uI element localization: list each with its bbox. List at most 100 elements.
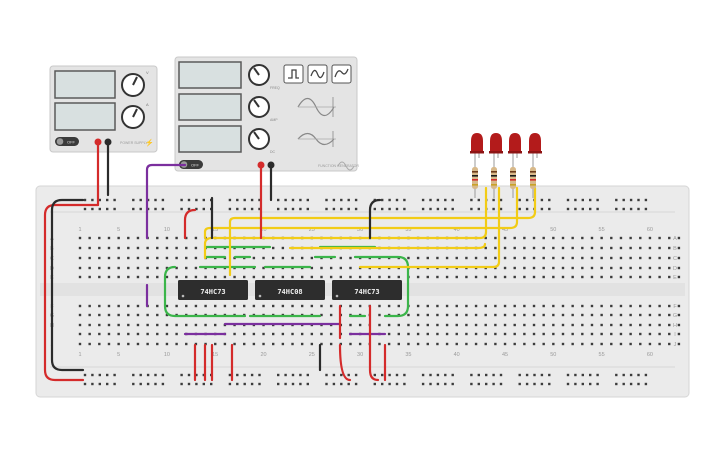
breadboard-hole[interactable] [596,382,599,386]
breadboard-hole[interactable] [552,266,555,270]
breadboard-hole[interactable] [629,266,632,270]
breadboard-hole[interactable] [484,246,487,250]
breadboard-hole[interactable] [195,198,198,202]
breadboard-hole[interactable] [156,246,159,250]
breadboard-hole[interactable] [395,373,399,377]
breadboard-hole[interactable] [494,332,497,336]
breadboard-hole[interactable] [373,207,376,211]
breadboard-hole[interactable] [329,266,333,270]
breadboard-hole[interactable] [548,373,551,377]
breadboard-hole[interactable] [668,256,671,260]
breadboard-hole[interactable] [139,382,142,386]
breadboard-hole[interactable] [470,198,473,202]
breadboard-hole[interactable] [185,304,188,308]
breadboard-hole[interactable] [407,313,410,317]
breadboard-hole[interactable] [444,382,447,386]
breadboard-hole[interactable] [78,246,82,250]
breadboard-hole[interactable] [590,304,594,308]
breadboard-hole[interactable] [629,207,633,211]
breadboard-hole[interactable] [581,313,584,317]
breadboard-hole[interactable] [165,313,169,317]
breadboard-hole[interactable] [388,198,391,202]
breadboard-hole[interactable] [503,266,507,270]
breadboard-hole[interactable] [561,304,565,308]
breadboard-hole[interactable] [127,236,130,240]
breadboard-hole[interactable] [648,342,652,346]
breadboard-hole[interactable] [574,373,577,377]
breadboard-hole[interactable] [668,323,671,327]
breadboard-hole[interactable] [329,275,333,279]
breadboard-hole[interactable] [329,304,333,308]
breadboard-hole[interactable] [284,373,287,377]
breadboard-hole[interactable] [677,304,681,308]
breadboard-hole[interactable] [445,313,449,317]
breadboard-hole[interactable] [574,198,577,202]
breadboard-hole[interactable] [83,382,87,386]
breadboard-hole[interactable] [503,304,507,308]
breadboard-hole[interactable] [540,373,544,377]
breadboard-hole[interactable] [494,323,497,327]
breadboard-hole[interactable] [523,342,526,346]
breadboard-hole[interactable] [581,342,584,346]
breadboard-hole[interactable] [310,342,314,346]
breadboard-hole[interactable] [310,275,314,279]
breadboard-hole[interactable] [637,207,640,211]
breadboard-hole[interactable] [548,207,551,211]
breadboard-hole[interactable] [139,198,142,202]
breadboard-hole[interactable] [677,256,681,260]
breadboard-hole[interactable] [146,275,149,279]
breadboard-hole[interactable] [619,313,623,317]
breadboard-hole[interactable] [484,323,487,327]
breadboard-hole[interactable] [561,313,565,317]
breadboard-hole[interactable] [127,332,130,336]
breadboard-hole[interactable] [98,275,101,279]
breadboard-hole[interactable] [574,382,577,386]
breadboard-hole[interactable] [156,275,159,279]
breadboard-hole[interactable] [299,207,302,211]
breadboard-hole[interactable] [677,246,681,250]
breadboard-hole[interactable] [407,323,410,327]
breadboard-hole[interactable] [429,382,432,386]
breadboard-hole[interactable] [581,373,584,377]
breadboard-hole[interactable] [619,275,623,279]
breadboard-hole[interactable] [202,382,205,386]
breadboard-hole[interactable] [194,236,198,240]
breadboard-hole[interactable] [258,207,261,211]
breadboard-hole[interactable] [291,304,294,308]
breadboard-hole[interactable] [629,332,632,336]
breadboard-hole[interactable] [668,313,671,317]
breadboard-hole[interactable] [590,275,594,279]
breadboard-hole[interactable] [281,342,285,346]
breadboard-hole[interactable] [629,246,632,250]
breadboard-hole[interactable] [619,323,623,327]
breadboard-hole[interactable] [300,342,304,346]
breadboard-hole[interactable] [416,256,420,260]
breadboard-hole[interactable] [581,207,584,211]
breadboard-hole[interactable] [589,382,592,386]
breadboard-hole[interactable] [648,313,652,317]
breadboard-hole[interactable] [629,323,632,327]
led-array[interactable] [470,133,542,198]
breadboard-hole[interactable] [416,275,420,279]
breadboard-hole[interactable] [339,266,343,270]
breadboard-hole[interactable] [175,275,178,279]
breadboard-hole[interactable] [494,313,497,317]
breadboard-hole[interactable] [648,304,652,308]
breadboard-hole[interactable] [503,256,507,260]
breadboard-hole[interactable] [600,304,603,308]
breadboard-hole[interactable] [98,266,101,270]
breadboard-hole[interactable] [107,304,111,308]
breadboard-hole[interactable] [444,373,447,377]
breadboard-hole[interactable] [523,256,526,260]
breadboard-hole[interactable] [187,198,191,202]
breadboard-hole[interactable] [474,256,478,260]
breadboard-hole[interactable] [262,266,265,270]
breadboard-hole[interactable] [629,236,632,240]
breadboard-hole[interactable] [436,342,439,346]
breadboard-hole[interactable] [165,304,169,308]
breadboard-hole[interactable] [127,246,130,250]
breadboard-hole[interactable] [421,198,425,202]
breadboard-hole[interactable] [552,256,555,260]
breadboard-hole[interactable] [88,236,91,240]
breadboard-hole[interactable] [223,304,227,308]
